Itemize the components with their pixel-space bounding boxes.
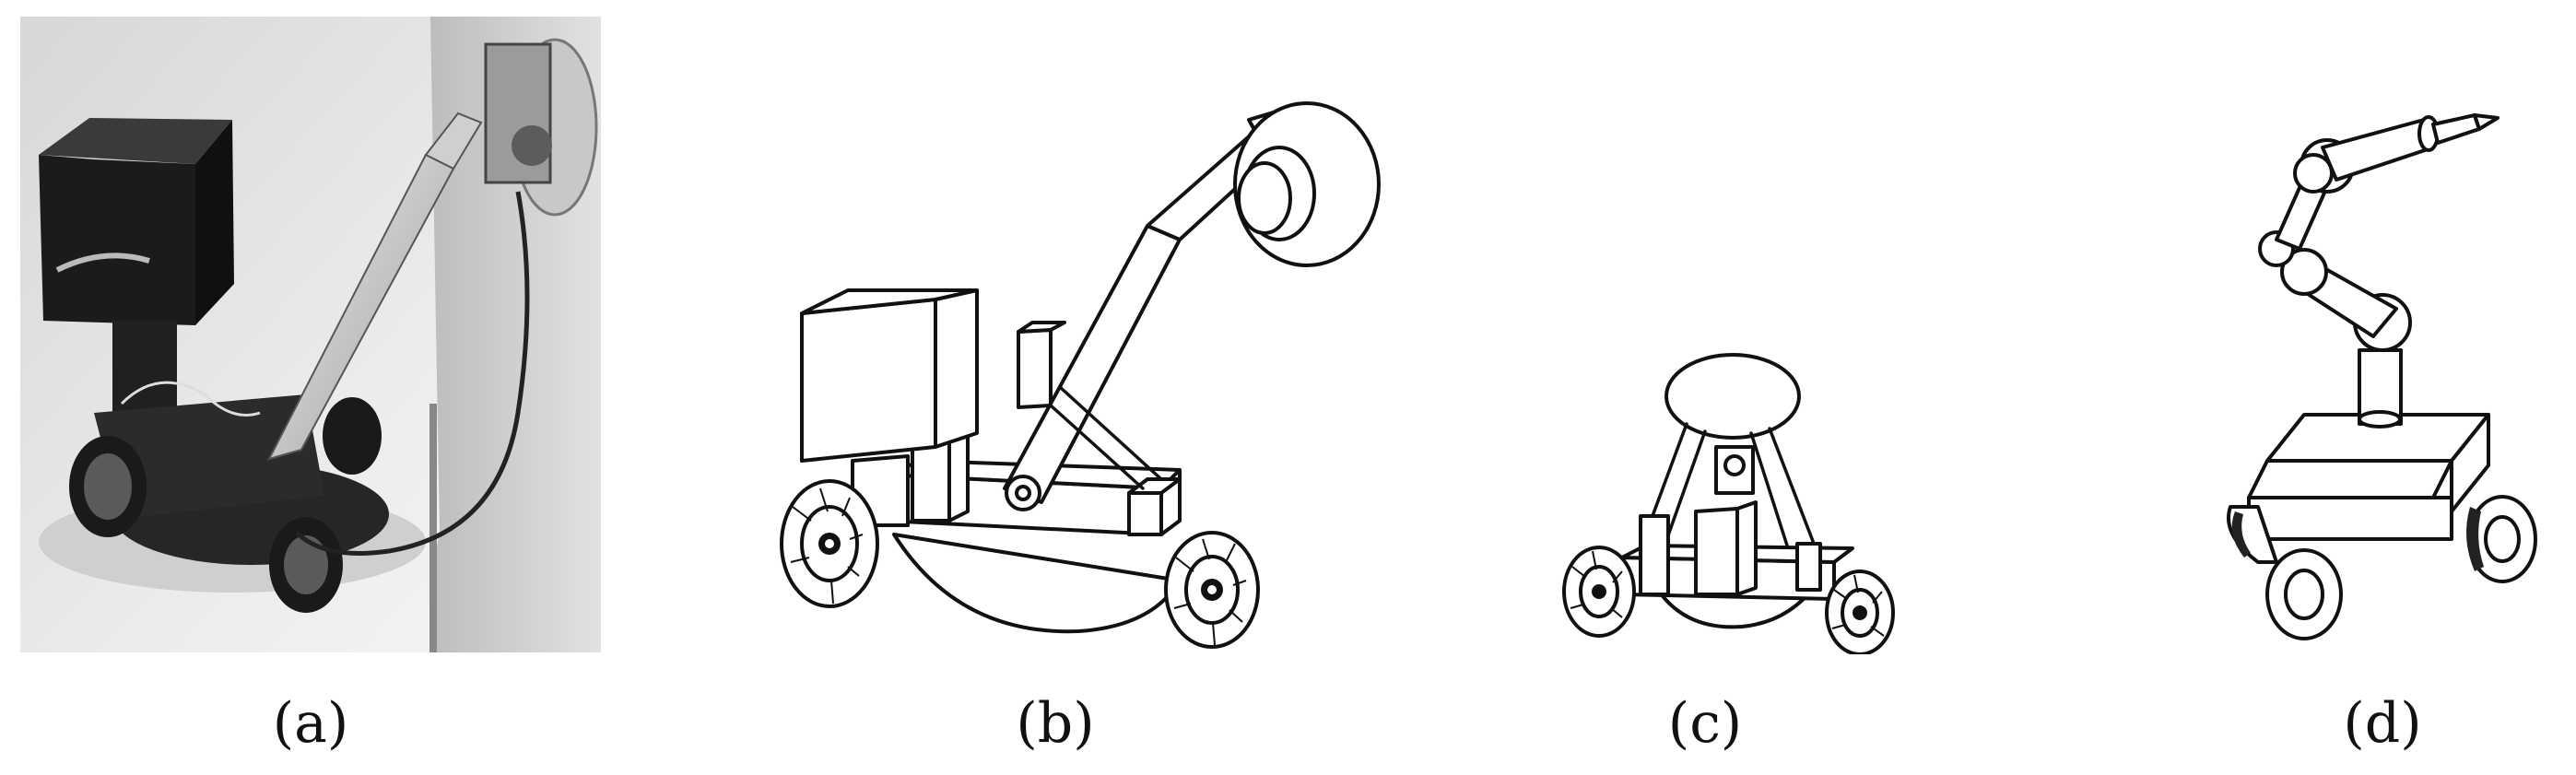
panel-d-drawing (2221, 101, 2571, 654)
panel-c-drawing (1558, 350, 1908, 654)
caption-c: (c) (1667, 691, 1743, 756)
panel-a-photo (20, 17, 601, 652)
caption-a: (a) (272, 691, 349, 756)
panel-b-drawing (774, 101, 1392, 654)
caption-b: (b) (1016, 691, 1095, 756)
caption-d: (d) (2343, 691, 2422, 756)
